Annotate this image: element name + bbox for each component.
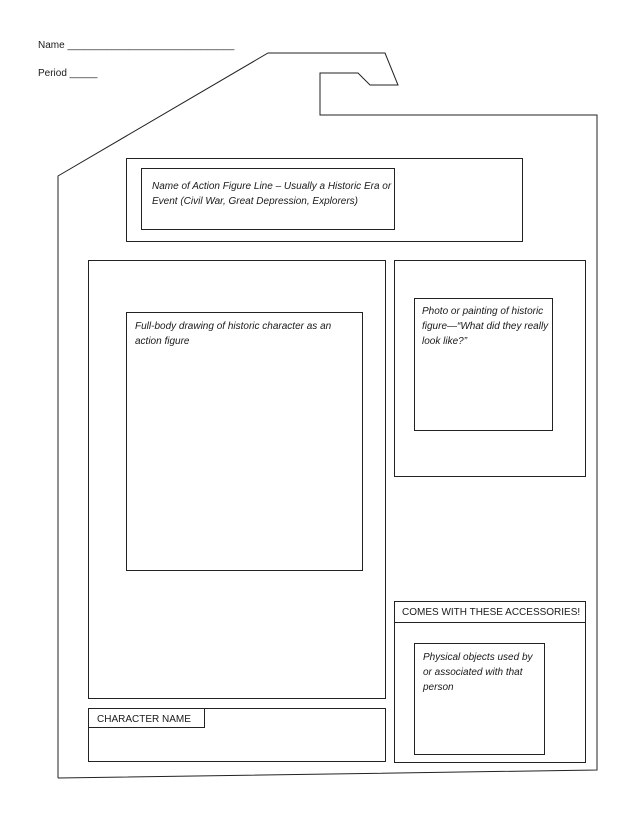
period-field[interactable]: Period _____: [38, 68, 98, 79]
character-name-label: CHARACTER NAME: [97, 714, 191, 725]
character-name-box[interactable]: [88, 708, 386, 762]
photo-prompt-text: Photo or painting of historic figure—“Wh…: [422, 306, 549, 347]
accessories-prompt-text: Physical objects used by or associated w…: [423, 652, 533, 693]
drawing-prompt-box: Full-body drawing of historic character …: [126, 312, 363, 571]
accessories-title: COMES WITH THESE ACCESSORIES!: [402, 607, 581, 618]
drawing-prompt-text: Full-body drawing of historic character …: [135, 321, 332, 347]
name-field[interactable]: Name ______________________________: [38, 40, 235, 51]
character-name-label-box: CHARACTER NAME: [88, 708, 205, 728]
accessories-prompt-box: Physical objects used by or associated w…: [414, 643, 545, 755]
photo-prompt-box: Photo or painting of historic figure—“Wh…: [414, 298, 553, 431]
action-figure-line-text: Name of Action Figure Line – Usually a H…: [152, 181, 392, 207]
photo-area-box: [394, 260, 586, 477]
drawing-area-box: [88, 260, 386, 699]
action-figure-line-box: [126, 158, 523, 242]
accessories-title-box: COMES WITH THESE ACCESSORIES!: [394, 601, 586, 623]
action-figure-line-label-box: Name of Action Figure Line – Usually a H…: [141, 168, 395, 230]
